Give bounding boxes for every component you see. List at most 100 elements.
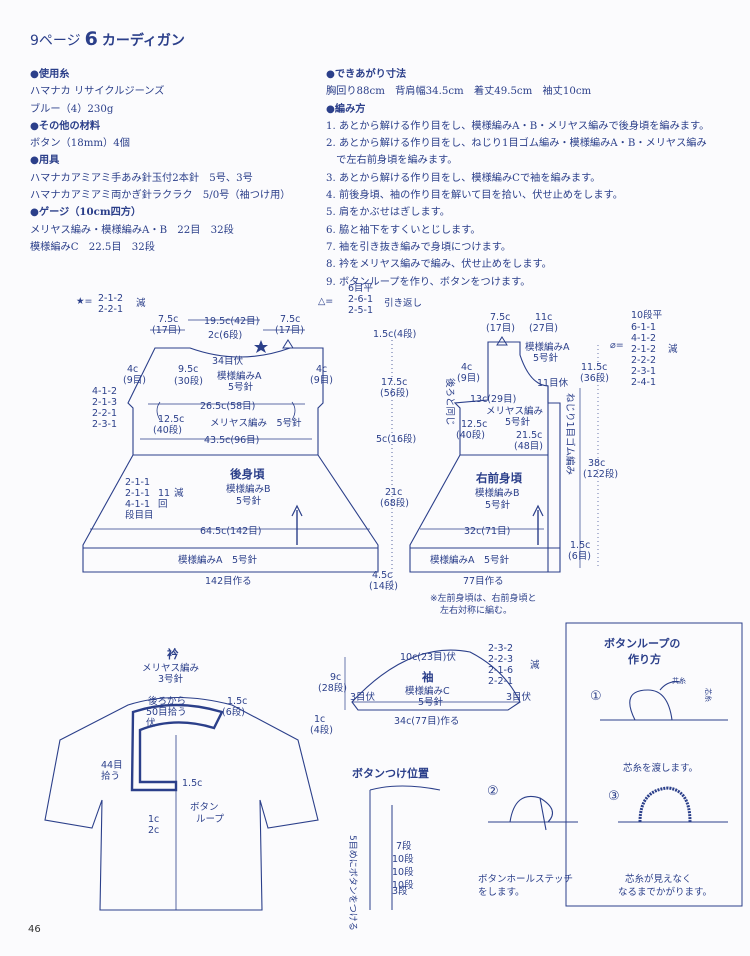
- method-step: 6. 脇と袖下をすくいとじします。: [326, 224, 481, 236]
- arrow-head: [532, 504, 544, 517]
- collar-button-1: ボタン: [190, 802, 219, 813]
- back-side-dec-3: 4-1-1: [125, 499, 150, 510]
- back-arm-dec-4: 2-3-1: [92, 419, 117, 430]
- front-m3: 5号針: [505, 416, 531, 428]
- front-body-outline: [409, 341, 561, 573]
- front-cast-on: 77目作る: [463, 575, 504, 587]
- side-dim-5: 4.5c: [372, 570, 392, 581]
- collar-gap-2: 2c: [148, 825, 159, 836]
- front-body-h2: (40段): [456, 429, 485, 441]
- method-step: 3. あとから解ける作り目をし、模様編みCで袖を編みます。: [326, 172, 601, 184]
- sleeve-cast-on: 34c(77目)作る: [394, 715, 459, 727]
- back-side-dec-note1: 11: [158, 488, 170, 499]
- back-top-left-2: (17目): [152, 325, 181, 336]
- sleeve-b1: 1c: [314, 714, 325, 725]
- neck-dec-row: 2-2-2: [631, 355, 656, 366]
- neck-dec-row: 2-1-2: [631, 344, 656, 355]
- side-dim-4: 21c: [385, 487, 402, 498]
- loop-step-3-drawing: [638, 786, 692, 823]
- loop-caption-2b: をします。: [478, 887, 525, 898]
- neck-dec-row: 2-3-1: [631, 366, 656, 377]
- gauge-line-2: 模様編みC 22.5目 32段: [30, 241, 155, 253]
- back-bind: 34目伏: [212, 355, 244, 367]
- collar-gap-1: 1c: [148, 814, 159, 825]
- back-arm-dec-1: 4-1-2: [92, 386, 117, 397]
- neck-dec-sym: ⌀=: [610, 340, 624, 351]
- method-head: ●編み方: [326, 102, 366, 115]
- tri-legend-sym: △=: [318, 296, 333, 307]
- star-legend-2: 2-2-1: [98, 304, 123, 315]
- collar-pick-1: 後ろから: [148, 695, 186, 707]
- sleeve-h2: (28段): [318, 682, 347, 694]
- back-arm-dec-2: 2-1-3: [92, 397, 117, 408]
- button-pos-row: 3段: [392, 885, 408, 897]
- side-dim-1: 1.5c(4段): [373, 328, 416, 340]
- back-yoke-h1: 9.5c: [178, 364, 198, 375]
- yarn-line-2: ブルー（4）230g: [30, 103, 114, 115]
- front-m2: メリヤス編み: [486, 405, 543, 417]
- back-hem-pattern: 模様編みA 5号針: [178, 554, 258, 566]
- collar-garment-outline: [44, 697, 319, 911]
- materials-head-yarn: ●使用糸: [30, 68, 70, 80]
- method-step: 2. あとから解ける作り目をし、ねじり1目ゴム編み・模様編みA・B・メリヤス編み: [326, 138, 707, 150]
- front-neck-h2: (36段): [580, 372, 609, 384]
- back-side-dec-note2: 回: [158, 499, 168, 510]
- back-body-h2: (40段): [153, 424, 182, 436]
- pattern-title: カーディガン: [101, 33, 185, 49]
- front-hem-pattern: 模様編みA 5号針: [430, 554, 510, 566]
- front-name: 右前身頃: [475, 471, 522, 485]
- materials-head-other: ●その他の材料: [30, 119, 101, 132]
- neck-dec-row: 2-4-1: [631, 377, 656, 388]
- tri-legend-0: 6目平: [348, 283, 374, 294]
- triangle-mark: [282, 339, 294, 349]
- front-total-2: (122段): [583, 468, 618, 480]
- collar-h-1: 1.5c: [227, 696, 247, 707]
- sleeve-outline: [351, 649, 521, 711]
- back-needle: 5号針: [236, 495, 262, 507]
- back-shoulder-left-2: (9目): [123, 375, 146, 386]
- page-number: 46: [28, 924, 41, 935]
- front-hem-width: 32c(71目): [464, 526, 510, 537]
- sleeve-needle: 5号針: [418, 696, 444, 708]
- loop-label-core: 芯糸: [704, 688, 713, 702]
- front-patt-a: 模様編みA: [525, 341, 570, 353]
- sleeve-name: 袖: [422, 670, 434, 684]
- sleeve-bind-left: 3目伏: [350, 691, 376, 703]
- side-dim-2: 17.5c: [381, 377, 407, 388]
- collar-band: [130, 703, 224, 792]
- sleeve-top: 10c(23目)伏: [400, 651, 456, 663]
- collar-width: 1.5c: [182, 778, 202, 789]
- collar-name: 衿: [167, 647, 179, 661]
- back-patt-a: 模様編みA: [217, 370, 262, 382]
- back-needle-a: 5号針: [228, 381, 254, 393]
- back-name: 後身頃: [230, 467, 265, 481]
- side-dim-2b: (56段): [380, 387, 409, 399]
- sleeve-patt: 模様編みC: [405, 685, 450, 697]
- neck-dec-row: 4-1-2: [631, 333, 656, 344]
- front-patt-b: 模様編みB: [475, 487, 520, 499]
- loop-step-1: ①: [590, 689, 602, 704]
- method-step: で左右前身頃を編みます。: [326, 155, 458, 167]
- method-step: 7. 袖を引き抜き編みで身頃につけます。: [326, 241, 512, 253]
- front-body-h1: 12.5c: [461, 419, 487, 430]
- neck-dec-tail: 減: [668, 343, 678, 355]
- back-top-center: 19.5c(42目): [204, 316, 259, 327]
- front-note-1: ※左前身頃は、右前身頃と: [430, 592, 537, 604]
- method-step: 4. 前後身頃、袖の作り目を解いて目を拾い、伏せ止めをします。: [326, 190, 623, 202]
- collar-sub-1: メリヤス編み: [142, 662, 199, 674]
- front-neck-h1: 11.5c: [581, 362, 607, 373]
- loop-step-3: ③: [608, 789, 620, 804]
- pattern-number: 6: [84, 28, 98, 50]
- back-top-right-1: 7.5c: [280, 314, 300, 325]
- method-step: 5. 肩をかぶせはぎします。: [326, 207, 450, 219]
- sleeve-dec-tail: 減: [530, 659, 540, 671]
- collar-side-1: 44目: [101, 760, 123, 771]
- tools-line-2: ハマナカアミアミ両かぎ針ラクラク 5/0号（袖つけ用）: [30, 190, 291, 202]
- front-needle-a: 5号針: [533, 352, 559, 364]
- back-yoke-h2: (30段): [174, 375, 203, 387]
- sleeve-dec-4: 2-2-1: [488, 676, 513, 687]
- loop-caption-3a: 芯糸が見えなく: [625, 873, 692, 885]
- sleeve-dec-1: 2-3-2: [488, 643, 513, 654]
